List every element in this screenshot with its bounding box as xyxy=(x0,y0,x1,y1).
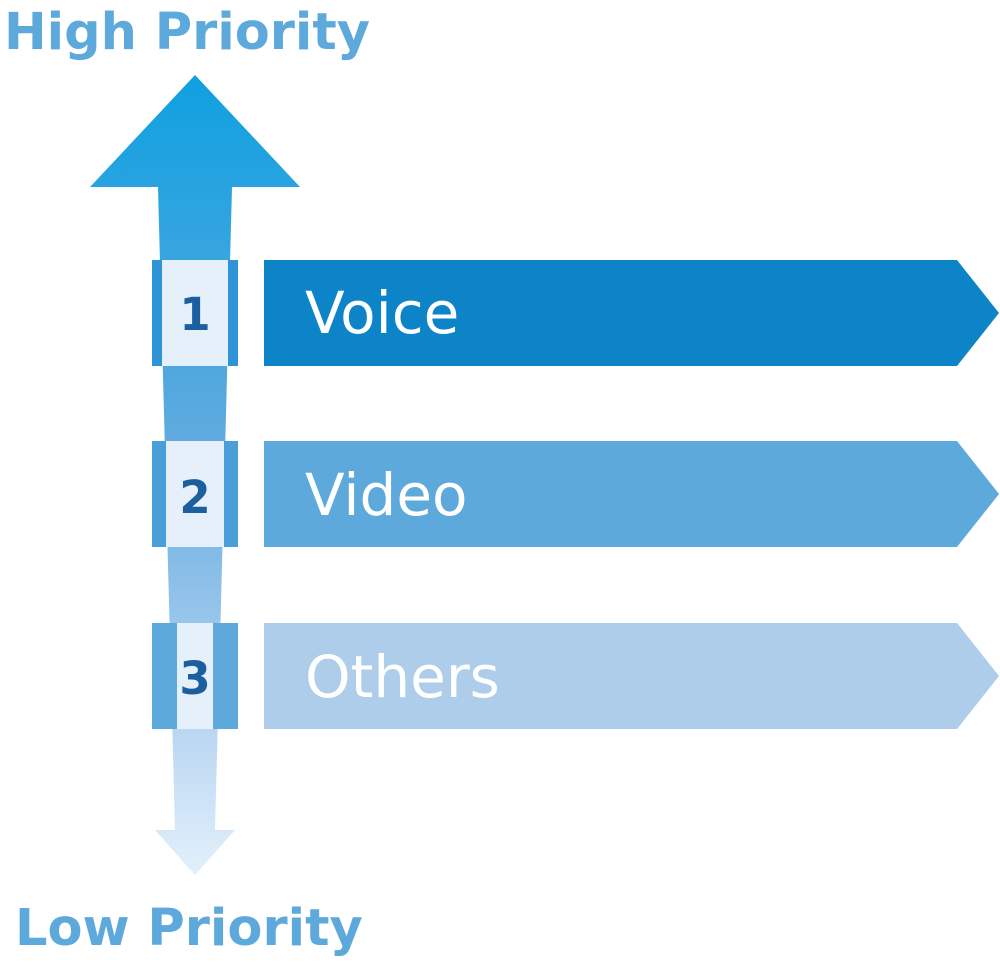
band-label-video: Video xyxy=(305,461,468,529)
band-label-voice: Voice xyxy=(305,279,459,347)
priority-band-others: Others xyxy=(264,623,999,729)
rank-number-2: 2 xyxy=(179,471,210,524)
priority-band-video: Video xyxy=(264,441,999,547)
rank-number-1: 1 xyxy=(179,288,210,341)
priority-band-voice: Voice xyxy=(264,260,999,366)
rank-marker-2: 2 xyxy=(152,441,238,547)
band-shape-others xyxy=(264,623,999,729)
rank-marker-3: 3 xyxy=(152,623,238,729)
band-shape-video xyxy=(264,441,999,547)
band-label-others: Others xyxy=(305,643,500,711)
high-priority-label: High Priority xyxy=(4,3,371,62)
band-shape-voice xyxy=(264,260,999,366)
rank-number-3: 3 xyxy=(179,652,210,705)
rank-marker-1: 1 xyxy=(152,260,238,366)
low-priority-label: Low Priority xyxy=(15,899,363,958)
